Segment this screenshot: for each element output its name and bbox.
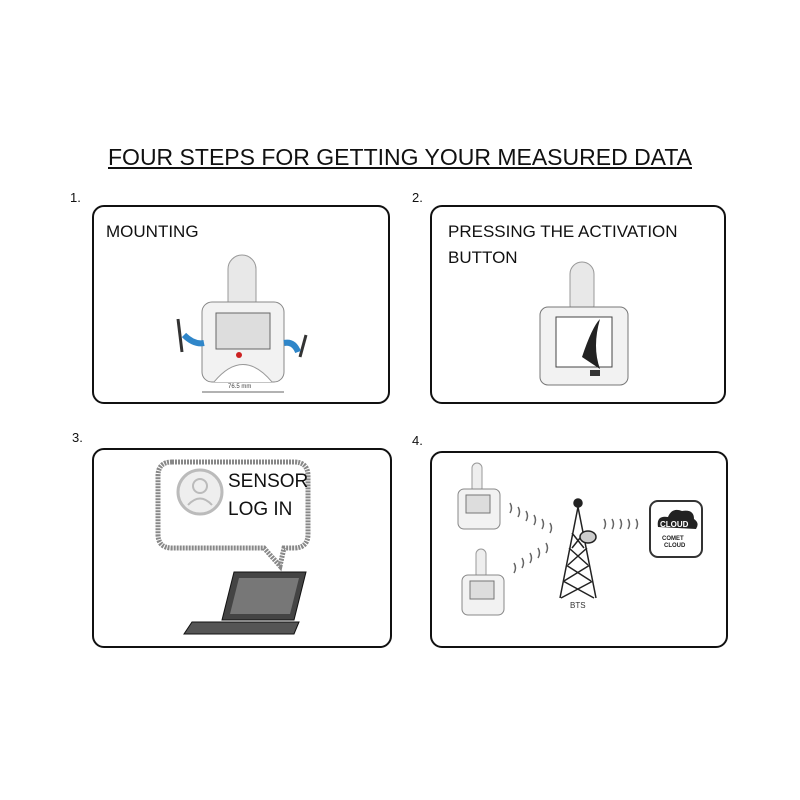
step-4-panel: CLOUD COMET CLOUD BTS [430,451,728,648]
cloud-caption-1: COMET [662,536,684,542]
step-1-number: 1. [70,190,81,205]
sensor-login-line2: LOG IN [228,499,293,520]
bts-label: BTS [570,601,586,610]
dimension-label: 76.5 mm [228,384,252,390]
step-1-panel: MOUNTING 76.5 mm [92,205,390,404]
step-3-number: 3. [72,430,83,445]
step-2-number: 2. [412,190,423,205]
sensor-login-line1: SENSOR [228,471,309,492]
sensor-mounting-illustration [176,254,308,393]
step-2-label: PRESSING THE ACTIVATION BUTTON [448,222,678,267]
step-3-panel: SENSOR LOG IN [92,448,392,648]
activation-button-illustration [539,261,629,386]
cloud-label: CLOUD [660,520,689,529]
bts-tower [559,498,597,599]
step-2-panel: PRESSING THE ACTIVATION BUTTON [430,205,726,404]
sensor-device-1 [457,462,501,530]
cloud-caption-2: CLOUD [664,543,686,549]
step-1-label: MOUNTING [106,222,199,241]
page-title: FOUR STEPS FOR GETTING YOUR MEASURED DAT… [108,144,692,170]
login-illustration [155,459,311,635]
sensor-device-2 [461,548,505,616]
signal-waves [509,502,639,574]
cloud-icon [657,509,698,529]
step-4-number: 4. [412,433,423,448]
network-illustration [457,462,703,616]
